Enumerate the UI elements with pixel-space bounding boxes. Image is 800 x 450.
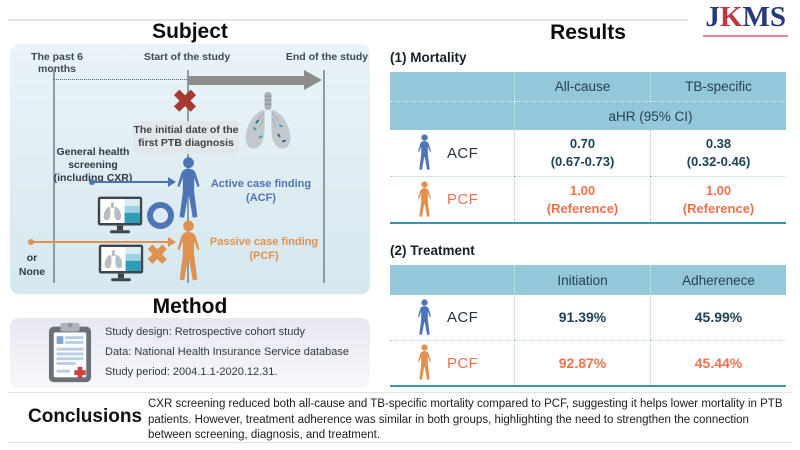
mortality-acf-tb-specific: 0.38 (0.32-0.46) <box>650 130 786 176</box>
treatment-pcf-group-cell: PCF <box>390 340 514 385</box>
treatment-acf-adherence: 45.99% <box>650 295 786 340</box>
acf-person-icon <box>418 134 431 170</box>
treatment-acf-initiation: 91.39% <box>514 295 650 340</box>
lungs-icon <box>245 92 291 149</box>
method-heading: Method <box>152 295 228 318</box>
mortality-pcf-tb-specific: 1.00 (Reference) <box>650 176 786 222</box>
treatment-pcf-label: PCF <box>447 354 479 372</box>
red-x-icon: ✖ <box>172 84 198 119</box>
mortality-section-label: (1) Mortality <box>390 50 467 65</box>
timeline-label-end: End of the study <box>285 51 369 63</box>
acf-text-label: Active case finding (ACF) <box>210 178 312 205</box>
circle-ok-icon <box>147 202 174 229</box>
timeline-tick-end <box>323 70 325 283</box>
mortality-header-all-cause: All-cause <box>514 72 650 101</box>
study-period-arrowhead-icon <box>304 70 322 90</box>
method-panel: Study design: Retrospective cohort study… <box>10 318 370 388</box>
cxr-monitor-icon <box>98 244 144 282</box>
subject-heading: Subject <box>152 20 228 43</box>
logo-letter-j: J <box>705 1 720 33</box>
pcf-person-icon <box>177 220 200 281</box>
cxr-monitor-icon <box>97 196 143 234</box>
treatment-pcf-adherence: 45.44% <box>650 340 786 385</box>
mortality-pcf-label: PCF <box>447 191 479 208</box>
method-data-source: Data: National Health Insurance Service … <box>105 346 349 358</box>
conclusions-top-divider <box>8 392 792 393</box>
mortality-header-empty <box>390 72 514 101</box>
diagnosis-date-note: The initial date of the first PTB diagno… <box>133 121 239 155</box>
acf-arrowhead-icon <box>168 177 176 187</box>
mortality-header-tb-specific: TB-specific <box>650 72 786 101</box>
subject-panel: The past 6 months Start of the study End… <box>10 44 370 294</box>
treatment-section-label: (2) Treatment <box>390 243 475 258</box>
or-none-label: or None <box>18 252 46 278</box>
clipboard-icon <box>48 322 92 383</box>
mortality-pcf-group-cell: PCF <box>390 176 514 222</box>
logo-letter-k: K <box>719 1 743 33</box>
orange-x-icon: ✖ <box>146 240 169 270</box>
treatment-table: Initiation Adherenece ACF 91.39% 45.99% … <box>390 265 786 387</box>
treatment-acf-label: ACF <box>447 309 479 326</box>
method-study-period: Study period: 2004.1.1-2020.12.31. <box>105 366 278 378</box>
logo-letter-s: S <box>769 1 786 33</box>
treatment-pcf-initiation: 92.87% <box>514 340 650 385</box>
jkms-logo: JKMS <box>703 1 788 37</box>
timeline-label-past: The past 6 months <box>31 51 83 75</box>
timeline-tick-past <box>53 70 55 283</box>
mortality-table: All-cause TB-specific aHR (95% CI) ACF 0… <box>390 72 786 224</box>
pcf-arrowhead-icon <box>168 237 176 247</box>
treatment-header-adherence: Adherenece <box>650 265 786 295</box>
acf-person-icon <box>418 298 431 335</box>
timeline-dotted-line <box>53 79 187 80</box>
treatment-header-initiation: Initiation <box>514 265 650 295</box>
pcf-arrow-line <box>31 241 168 243</box>
conclusions-text: CXR screening reduced both all-cause and… <box>148 398 783 441</box>
pcf-person-icon <box>418 180 431 217</box>
mortality-subheader-ahr: aHR (95% CI) <box>514 101 786 130</box>
mortality-acf-all-cause: 0.70 (0.67-0.73) <box>514 130 650 176</box>
mortality-acf-group-cell: ACF <box>390 130 514 176</box>
pcf-person-icon <box>418 344 431 380</box>
header-divider <box>8 19 688 21</box>
pcf-text-label: Passive case finding (PCF) <box>209 236 319 263</box>
conclusions-bottom-divider <box>8 442 792 443</box>
results-heading: Results <box>550 21 626 44</box>
mortality-subheader-empty <box>390 101 514 130</box>
study-period-arrow <box>188 76 304 85</box>
treatment-header-empty <box>390 265 514 295</box>
mortality-acf-label: ACF <box>447 144 479 162</box>
mortality-pcf-all-cause: 1.00 (Reference) <box>514 176 650 222</box>
acf-person-icon <box>177 157 200 218</box>
acf-arrow-line <box>92 181 168 183</box>
treatment-acf-group-cell: ACF <box>390 295 514 340</box>
logo-letter-m: M <box>742 1 770 33</box>
conclusions-heading: Conclusions <box>28 406 143 427</box>
method-study-design: Study design: Retrospective cohort study <box>105 326 305 338</box>
timeline-label-start: Start of the study <box>143 51 231 63</box>
